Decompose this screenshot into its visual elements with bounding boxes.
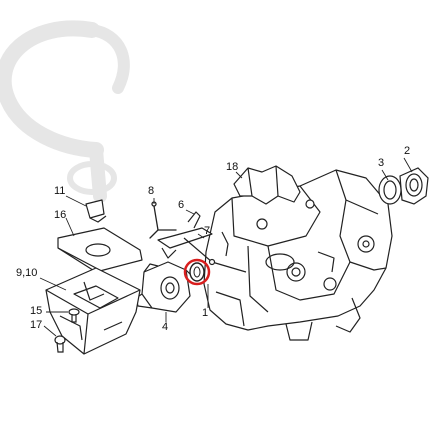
part-15-screw <box>68 308 80 323</box>
callout-4: 4 <box>162 321 169 333</box>
callout-11: 11 <box>54 185 66 197</box>
part-8-linkage <box>149 201 177 239</box>
leader-6 <box>185 209 195 215</box>
part-16-filter-plate <box>57 227 143 273</box>
callout-7: 7 <box>204 225 211 237</box>
leader-16 <box>65 217 75 237</box>
leader-2 <box>403 157 413 173</box>
callout-17: 17 <box>30 319 43 331</box>
part-1-gasket <box>183 258 211 286</box>
callout-9-10: 9,10 <box>16 267 38 279</box>
part-9-10-filter-housing <box>45 267 141 355</box>
callout-1: 1 <box>202 307 209 319</box>
engine-housing <box>203 169 393 341</box>
part-17-screw <box>54 335 66 353</box>
callout-18: 18 <box>226 161 239 173</box>
callout-6: 6 <box>178 199 185 211</box>
part-4-carburetor <box>135 261 193 313</box>
leader-11 <box>65 195 87 207</box>
leader-lines <box>39 157 413 337</box>
inset-ring-part <box>0 20 130 203</box>
part-6-7-lever <box>157 211 216 266</box>
leader-17 <box>43 325 57 337</box>
leader-7 <box>197 233 205 239</box>
part-1-highlight-circle <box>183 258 211 286</box>
callout-3: 3 <box>378 157 385 169</box>
callout-15: 15 <box>30 305 43 317</box>
part-18-cover <box>233 165 301 205</box>
callout-2: 2 <box>404 145 411 157</box>
part-3-ring <box>378 175 402 205</box>
leader-3 <box>381 169 389 181</box>
leader-18 <box>235 171 243 179</box>
leader-9-10 <box>39 277 67 291</box>
part-11-clip <box>85 199 107 223</box>
part-2-flange <box>399 167 429 205</box>
callout-16: 16 <box>54 209 67 221</box>
callout-8: 8 <box>148 185 155 197</box>
